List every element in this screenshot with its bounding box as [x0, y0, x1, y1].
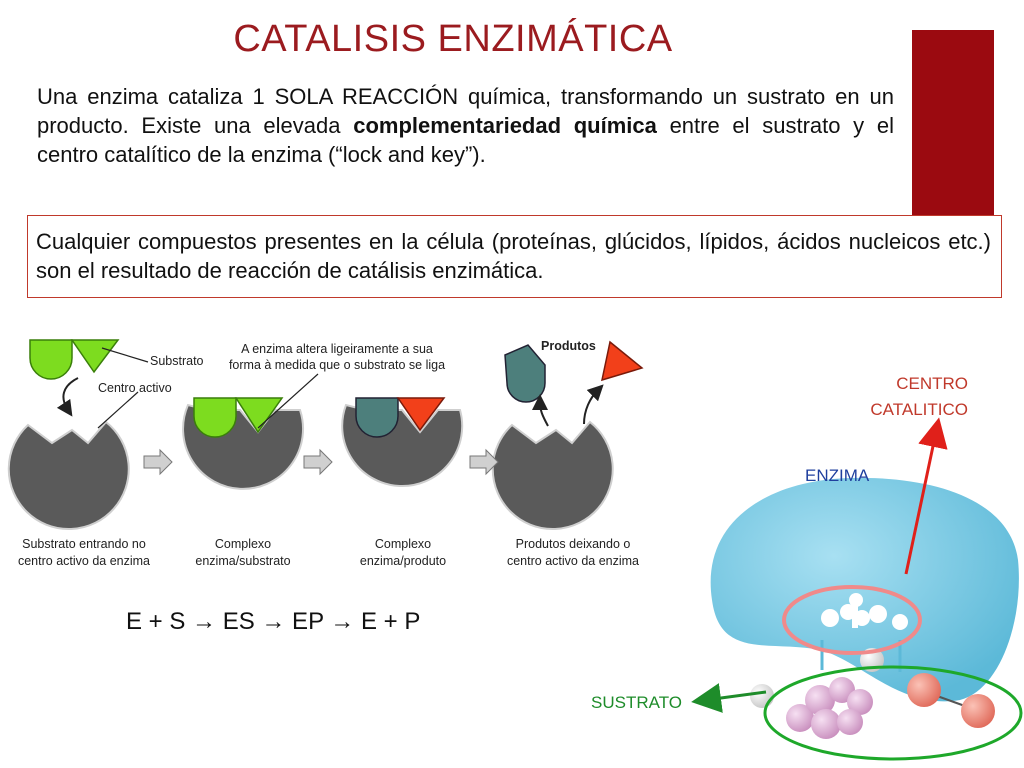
- label-note-line1: A enzima altera ligeiramente a sua: [241, 342, 433, 356]
- caption-3-line2: enzima/produto: [360, 554, 446, 568]
- product-shape-teal: [504, 344, 546, 403]
- caption-2-line2: enzima/substrato: [195, 554, 290, 568]
- intro-text-2: entre el sustrato y el centro catalítico…: [37, 113, 894, 167]
- label-centro-line1: CENTRO: [896, 374, 968, 393]
- centro-arrow: [904, 417, 948, 575]
- sustrato-arrow: [691, 683, 767, 713]
- enzyme-stage-3: [341, 397, 464, 487]
- caption-2-line1: Complexo: [215, 537, 271, 551]
- decorative-bar: [912, 30, 994, 215]
- page-title: CATALISIS ENZIMÁTICA: [233, 18, 673, 60]
- enzyme-3d-illustration: [710, 477, 1019, 739]
- label-centro-activo: Centro activo: [98, 381, 172, 395]
- stage-arrows: [143, 448, 499, 476]
- caption-4-line1: Produtos deixando o: [516, 537, 631, 551]
- label-substrato: Substrato: [150, 354, 204, 368]
- intro-paragraph: Una enzima cataliza 1 SOLA REACCIÓN quím…: [37, 82, 894, 169]
- intro-bold-term: complementariedad química: [353, 113, 657, 138]
- intro-text-1: Una enzima cataliza 1 SOLA REACCIÓN quím…: [37, 84, 894, 138]
- caption-1-line1: Substrato entrando no: [22, 537, 146, 551]
- reaction-equation: E + S → ES → EP → E + P: [126, 608, 421, 635]
- caption-4-line2: centro activo da enzima: [507, 554, 639, 568]
- label-sustrato: SUSTRATO: [591, 693, 682, 712]
- caption-3-line1: Complexo: [375, 537, 431, 551]
- highlight-box: Cualquier compuestos presentes en la cél…: [27, 215, 1002, 298]
- substrate-shape: [29, 339, 73, 380]
- label-produtos: Produtos: [541, 339, 596, 353]
- enzyme-stage-4: [491, 340, 644, 530]
- caption-1-line2: centro activo da enzima: [18, 554, 150, 568]
- sustrato-ring: [763, 665, 1023, 761]
- product-shape-red: [601, 340, 644, 382]
- label-note-line2: forma à medida que o substrato se liga: [229, 358, 445, 372]
- label-enzima: ENZIMA: [805, 466, 870, 485]
- label-centro-line2: CATALITICO: [870, 400, 968, 419]
- enzyme-stage-2: [182, 373, 319, 490]
- enzyme-stage-1: [7, 339, 149, 530]
- centro-catalitico-ring: [782, 585, 922, 655]
